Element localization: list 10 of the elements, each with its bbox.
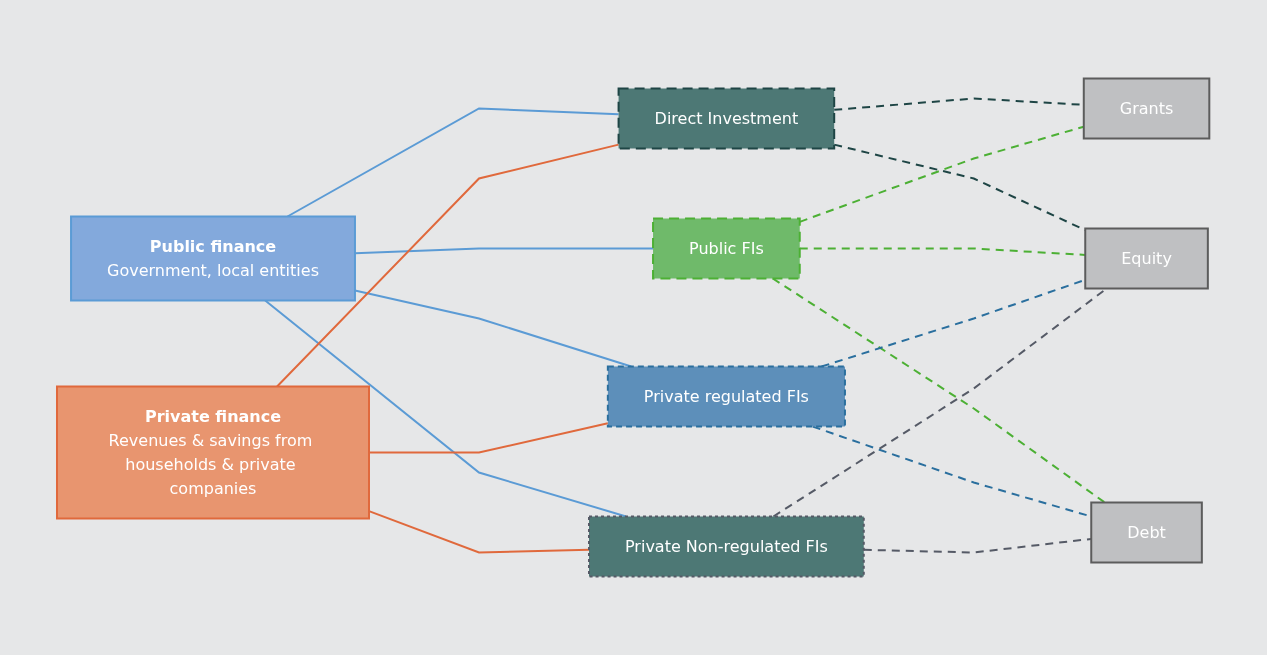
node-box: Public finance Government, local entities <box>70 215 357 302</box>
node-box: Private regulated FIs <box>607 365 847 428</box>
node-box: Private finance Revenues & savings from households & private companies <box>56 385 371 520</box>
node-box: Equity <box>1084 227 1210 290</box>
node-box: Private Non-regulated FIs <box>588 515 866 578</box>
node-box: Direct Investment <box>617 87 836 150</box>
node-box: Public FIs <box>652 217 802 280</box>
node-box: Grants <box>1083 77 1211 140</box>
node-box: Debt <box>1090 501 1204 564</box>
connector <box>264 299 628 518</box>
